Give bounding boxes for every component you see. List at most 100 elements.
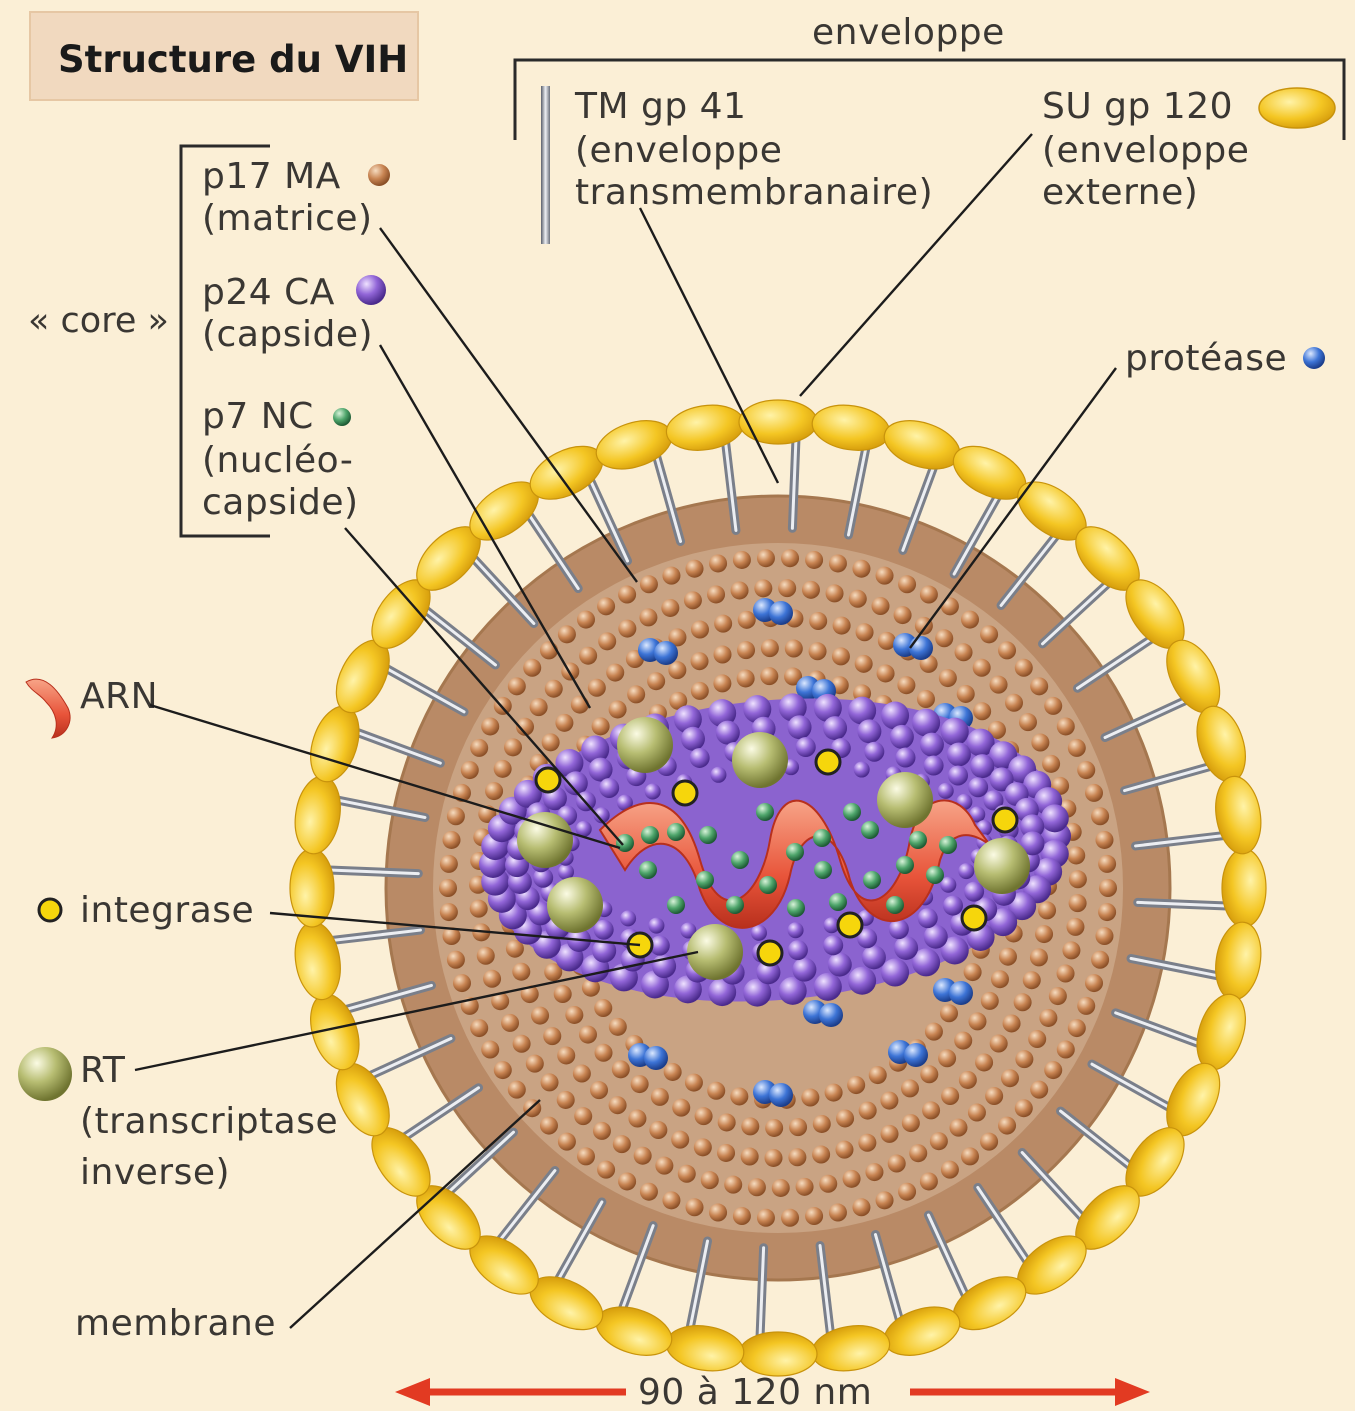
p17-matrix-bead (939, 669, 957, 687)
p24-capsid-bead (862, 945, 886, 969)
p7-nucleocapsid-bead (863, 871, 881, 889)
p17-matrix-bead (941, 1087, 959, 1105)
p24-capsid-bead (814, 973, 842, 1001)
p24-capsid-bead (938, 783, 954, 799)
p17-matrix-bead (954, 1032, 972, 1050)
rt-desc-label-1: (transcriptase (80, 1101, 338, 1142)
p17-matrix-bead (1091, 951, 1109, 969)
p17-matrix-bead (897, 676, 915, 694)
p17-matrix-bead (959, 1071, 977, 1089)
su-gp120-knob (290, 919, 346, 1003)
su-name-label: SU gp 120 (1042, 86, 1233, 127)
p17-matrix-bead (565, 1006, 583, 1024)
p17-matrix-bead (685, 1074, 703, 1092)
integrase-legend: integrase (39, 890, 254, 931)
protease-icon (1303, 347, 1325, 369)
p24-capsid-bead (716, 721, 740, 745)
p17-matrix-bead (809, 642, 827, 660)
virion-particle (290, 400, 1266, 1376)
p17-matrix-bead (938, 1049, 956, 1067)
size-arrow-right-head (1115, 1378, 1150, 1406)
p17-matrix-bead (1044, 697, 1062, 715)
p17-matrix-bead (545, 680, 563, 698)
rt-enzyme (732, 732, 788, 788)
p17-matrix-bead (1057, 1041, 1075, 1059)
p17-matrix-bead (973, 659, 991, 677)
p7-nucleocapsid-bead (829, 893, 847, 911)
core-label: « core » (28, 301, 169, 341)
p17-matrix-bead (980, 1133, 998, 1151)
p17-matrix-bead (772, 1179, 790, 1197)
p17-matrix-bead (898, 1183, 916, 1201)
p17-matrix-bead (973, 702, 991, 720)
p7-nucleocapsid-bead (814, 861, 832, 879)
p17-matrix-bead (1015, 1099, 1033, 1117)
su-gp120-knob (739, 1332, 817, 1376)
p17-matrix-bead (843, 1170, 861, 1188)
p7-name-label: p7 NC (202, 396, 314, 437)
p17-matrix-bead (941, 597, 959, 615)
p17-matrix-bead (717, 1144, 735, 1162)
p17-matrix-bead (1098, 855, 1116, 873)
p7-nucleocapsid-bead (696, 871, 714, 889)
p17-matrix-bead (781, 549, 799, 567)
p17-matrix-bead (709, 1204, 727, 1222)
p17-desc-label: (matrice) (202, 198, 373, 239)
p17-matrix-bead (847, 1076, 865, 1094)
p24-capsid-bead (620, 910, 636, 926)
p24-capsid-bead (681, 727, 705, 751)
tm-spike-icon (541, 86, 550, 244)
p17-matrix-bead (526, 1055, 544, 1073)
p17-matrix-bead (651, 1088, 669, 1106)
p24-capsid-bead (894, 936, 918, 960)
su-desc-label-1: (enveloppe (1042, 130, 1249, 171)
p24-capsid-bead (924, 925, 948, 949)
p24-capsid-bead (964, 882, 984, 902)
p17-matrix-bead (1005, 694, 1023, 712)
page-title: Structure du VIH (58, 38, 408, 81)
p17-matrix-bead (975, 1053, 993, 1071)
p17-matrix-bead (796, 1178, 814, 1196)
p17-matrix-bead (691, 621, 709, 639)
p24-capsid-bead (788, 922, 804, 938)
size-label: 90 à 120 nm (638, 1372, 872, 1411)
p17-matrix-bead (628, 1110, 646, 1128)
p17-matrix-bead (627, 685, 645, 703)
p17-matrix-bead (761, 639, 779, 657)
p17-matrix-icon (368, 164, 390, 186)
p17-matrix-bead (999, 948, 1017, 966)
p17-matrix-bead (809, 612, 827, 630)
p17-matrix-bead (1030, 677, 1048, 695)
p17-matrix-bead (477, 947, 495, 965)
p7-desc-label-2: capside) (202, 482, 359, 523)
p17-matrix-bead (718, 1113, 736, 1131)
p17-matrix-bead (540, 1117, 558, 1135)
p17-matrix-bead (577, 611, 595, 629)
p17-matrix-bead (694, 1138, 712, 1156)
p17-matrix-bead (1044, 1061, 1062, 1079)
p17-matrix-bead (439, 879, 457, 897)
p17-matrix-bead (606, 664, 624, 682)
rt-enzyme (617, 717, 673, 773)
p24-capsid-bead (924, 756, 944, 776)
p17-matrix-bead (470, 1019, 488, 1037)
p17-matrix-bead (540, 641, 558, 659)
p17-matrix-bead (733, 551, 751, 569)
p17-matrix-bead (941, 1161, 959, 1179)
tm-desc-label-1: (enveloppe (575, 130, 782, 171)
p17-matrix-bead (1066, 918, 1084, 936)
su-gp120-knob (590, 1298, 678, 1364)
p17-matrix-bead (713, 674, 731, 692)
p7-nucleocapsid-bead (939, 836, 957, 854)
p17-matrix-bead (836, 1109, 854, 1127)
p24-capsid-bead (947, 742, 971, 766)
p17-matrix-bead (634, 1147, 652, 1165)
p17-matrix-bead (598, 632, 616, 650)
p17-matrix-bead (571, 696, 589, 714)
p17-matrix-bead (872, 597, 890, 615)
integrase-enzyme (962, 906, 986, 930)
integrase-icon (39, 899, 61, 921)
p17-matrix-bead (609, 700, 627, 718)
p24-capsid-bead (918, 908, 938, 928)
p17-matrix-bead (922, 1101, 940, 1119)
